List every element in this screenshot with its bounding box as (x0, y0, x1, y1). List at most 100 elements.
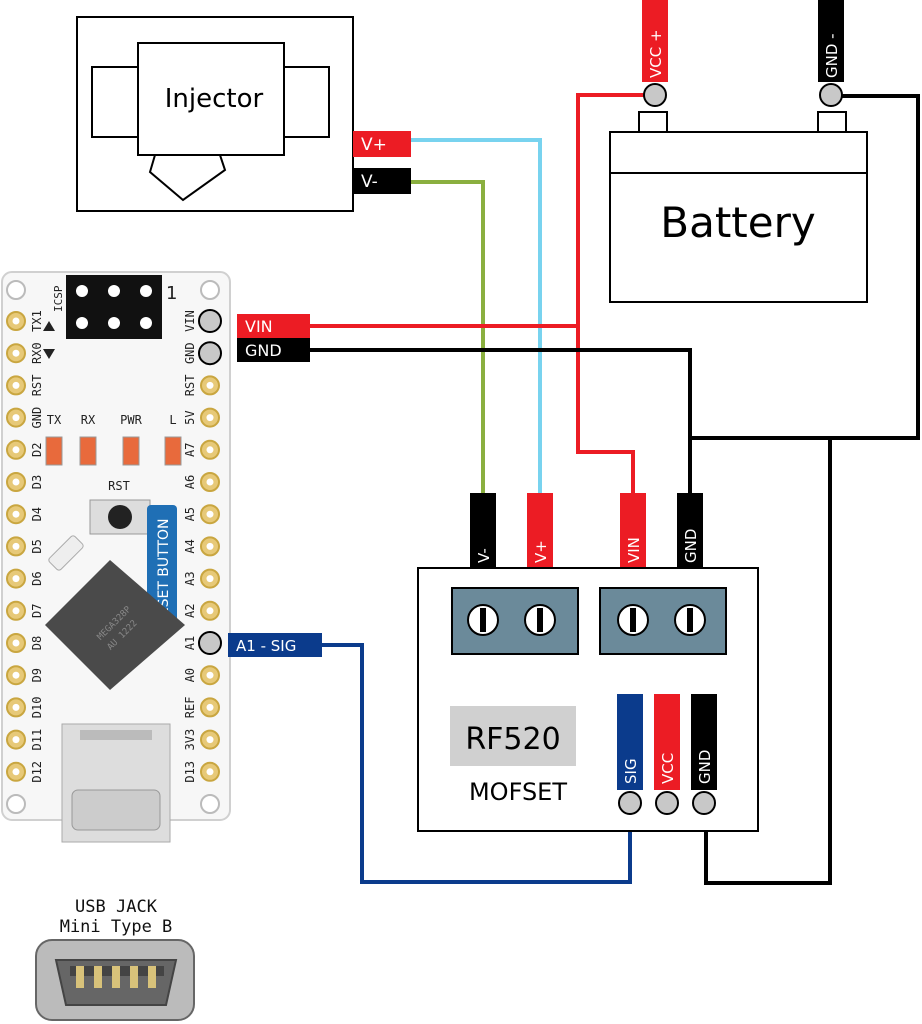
right-pin-pad-a1 (198, 631, 222, 655)
left-pin-label: D7 (30, 604, 44, 618)
wire-injector-vplus (410, 138, 542, 495)
right-pin-hole (206, 446, 214, 454)
right-pin-hole (206, 736, 214, 744)
left-pin-label: TX1 (30, 310, 44, 332)
left-pin-hole (12, 381, 20, 389)
right-pin-label: A1 (183, 636, 197, 650)
left-pin-hole (12, 736, 20, 744)
mosfet-hgnd-label: GND (696, 750, 714, 784)
mosfet-vminus-label: V- (475, 548, 493, 563)
right-pin-label: RST (183, 375, 197, 397)
mosfet-gnd-label: GND (682, 529, 700, 563)
arduino-wire-tags: VIN GND A1 - SIG (228, 314, 322, 657)
icsp-header: ICSP 1 (43, 275, 177, 359)
reset-rst-label: RST (108, 479, 130, 493)
wires (310, 93, 920, 885)
battery-vcc-terminal (643, 83, 667, 107)
icsp-label: ICSP (52, 285, 65, 312)
left-pin-label: D11 (30, 729, 44, 751)
right-pin-hole (206, 607, 214, 615)
injector-vplus-label: V+ (361, 135, 387, 155)
mosfet-vcc-pin (655, 791, 679, 815)
wire-a1-signal (320, 643, 632, 884)
mosfet-module: V- V+ VIN GND RF520 MOFSET SIG VC (417, 493, 759, 832)
gnd-tag-label: GND (245, 341, 282, 360)
left-pin-label: D12 (30, 761, 44, 783)
right-pin-label: A2 (183, 604, 197, 618)
injector-vminus-label: V- (361, 172, 378, 192)
gnd-tag (237, 338, 310, 362)
status-leds: TX RX PWR L (45, 413, 182, 466)
right-pin-hole (206, 671, 214, 679)
screw-terminal-left (451, 587, 579, 655)
left-pin-hole (12, 768, 20, 776)
led-pwr-label: PWR (120, 413, 142, 427)
right-pin-label: 5V (183, 410, 197, 424)
battery-title: Battery (660, 198, 815, 247)
led-l-label: L (169, 413, 176, 427)
screw-terminal-right (599, 587, 727, 655)
left-pin-label: D4 (30, 507, 44, 521)
board-usb-port (61, 723, 171, 843)
mosfet-vin-tag (620, 493, 646, 569)
injector-vminus-tag (353, 168, 411, 194)
wire-mosfet-header-gnd (704, 438, 832, 885)
left-pin-hole (12, 639, 20, 647)
right-pin-label: GND (183, 342, 197, 364)
left-pin-label: RST (30, 375, 44, 397)
right-pin-label: REF (183, 697, 197, 719)
usb-jack-line1: USB JACK (75, 897, 158, 917)
battery-component: Battery VCC + GND - (609, 0, 868, 303)
reset-button[interactable]: RST (89, 479, 151, 535)
battery-gnd-label: GND - (823, 33, 841, 78)
mosfet-hgnd-tag (691, 694, 717, 790)
vin-tag-label: VIN (245, 317, 273, 336)
right-pin-hole (206, 768, 214, 776)
right-pin-label: A0 (183, 668, 197, 682)
vin-tag (237, 314, 310, 338)
mosfet-vcc-tag (654, 694, 680, 790)
wire-battery-gnd (688, 94, 920, 495)
right-pin-label: A6 (183, 475, 197, 489)
reset-callout-text: RESET BUTTON (156, 518, 172, 626)
mosfet-vminus-tag (470, 493, 496, 569)
left-pin-hole (12, 703, 20, 711)
injector-component: Injector V+ V- (76, 16, 411, 212)
right-pin-label: 3V3 (183, 729, 197, 751)
usb-jack-diagram: USB JACK Mini Type B (35, 897, 195, 1021)
mosfet-sig-pin (618, 791, 642, 815)
left-pin-hole (12, 478, 20, 486)
right-pin-pad-gnd (198, 341, 222, 366)
battery-gnd-terminal (819, 83, 843, 107)
right-pin-label: A5 (183, 507, 197, 521)
mosfet-gnd-tag (677, 493, 703, 569)
left-pin-hole (12, 607, 20, 615)
mosfet-gnd-pin (692, 791, 716, 815)
left-pin-hole (12, 542, 20, 550)
usb-jack-line2: Mini Type B (60, 917, 173, 937)
left-pin-label: D10 (30, 697, 44, 719)
left-pin-hole (12, 510, 20, 518)
mosfet-subtitle: MOFSET (469, 778, 567, 806)
left-pin-label: GND (30, 407, 44, 429)
icsp-pin1-label: 1 (166, 283, 177, 304)
mosfet-vplus-tag (527, 493, 553, 569)
mosfet-title-box (450, 706, 576, 766)
microcontroller-chip: MEGA328P AU 1222 (45, 560, 185, 690)
right-pin-label: D13 (183, 761, 197, 783)
right-pin-label: VIN (183, 310, 197, 332)
wire-arduino-gnd (310, 348, 692, 438)
wire-vcc-vertical (576, 93, 655, 495)
right-pin-hole (206, 510, 214, 518)
battery-vcc-tag (642, 0, 668, 82)
mosfet-title: RF520 (465, 722, 560, 757)
arduino-nano-board: ICSP 1 TX RX PWR L RST RESET BUTTON (1, 271, 231, 843)
right-pin-label: A3 (183, 571, 197, 585)
right-pin-pad-vin (198, 309, 222, 333)
mosfet-vplus-label: V+ (532, 540, 550, 563)
a1-sig-tag-label: A1 - SIG (236, 637, 296, 655)
left-pin-hole (12, 317, 20, 325)
left-pin-hole (12, 414, 20, 422)
